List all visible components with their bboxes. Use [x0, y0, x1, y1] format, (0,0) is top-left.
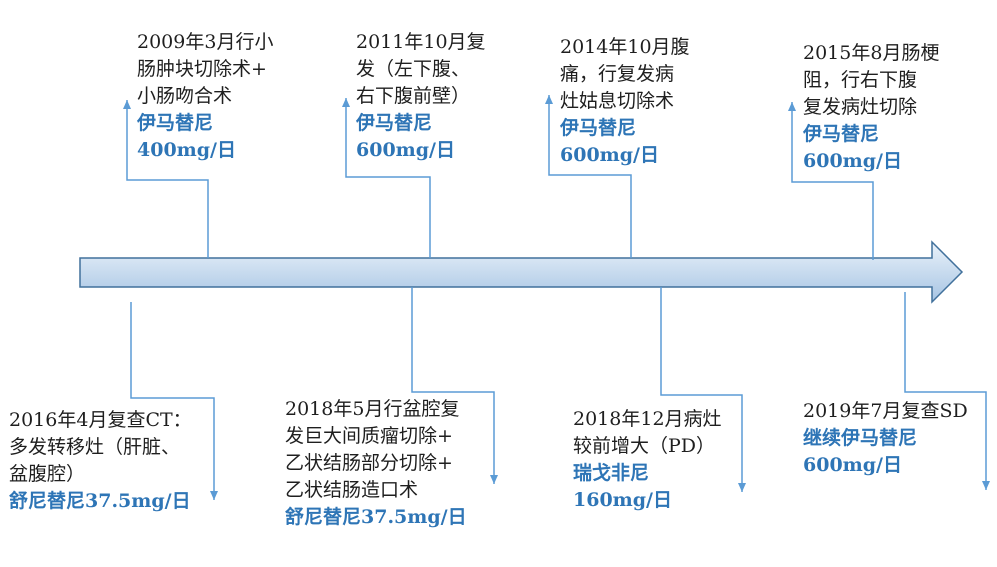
event-text-line: 多发转移灶（肝脏、 — [9, 436, 181, 458]
connector-line — [411, 287, 495, 484]
drug-name: 伊马替尼 — [560, 117, 637, 139]
event-text-line: 阻，行右下腹 — [803, 69, 918, 91]
event-text-line: 乙状结肠部分切除+ — [285, 452, 453, 474]
drug-dose: 600mg/日 — [560, 144, 659, 166]
event-text-line: 右下腹前壁） — [356, 85, 471, 107]
drug-dose: 600mg/日 — [356, 139, 455, 161]
drug-name: 伊马替尼 — [356, 112, 433, 134]
event-text-line: 乙状结肠造口术 — [285, 479, 419, 501]
event-text-line: 肠肿块切除术+ — [137, 58, 267, 80]
event-text-line: 2015年8月肠梗 — [803, 42, 940, 64]
event-text-line: 发（左下腹、 — [356, 58, 471, 80]
event-2016: 2016年4月复查CT： 多发转移灶（肝脏、 盆腹腔） 舒尼替尼37.5mg/日 — [9, 407, 192, 515]
drug-dose: 600mg/日 — [803, 454, 902, 476]
event-text-line: 痛，行复发病 — [560, 63, 675, 85]
drug-dose: 600mg/日 — [803, 150, 902, 172]
event-text-line: 2018年5月行盆腔复 — [285, 398, 460, 420]
event-text-line: 灶姑息切除术 — [560, 90, 675, 112]
connector-line — [548, 95, 632, 258]
connector-arrowhead-icon — [490, 475, 498, 484]
drug-dose: 160mg/日 — [573, 489, 672, 511]
event-text-line: 复发病灶切除 — [803, 96, 918, 118]
connector-line — [130, 302, 215, 500]
event-text-line: 2019年7月复查SD — [803, 400, 968, 422]
event-text-line: 2009年3月行小 — [137, 31, 274, 53]
event-2018-05: 2018年5月行盆腔复 发巨大间质瘤切除+ 乙状结肠部分切除+ 乙状结肠造口术 … — [285, 396, 467, 531]
connector-arrowhead-icon — [788, 102, 796, 111]
event-2018-12: 2018年12月病灶 较前增大（PD） 瑞戈非尼 160mg/日 — [573, 406, 722, 514]
event-2019: 2019年7月复查SD 继续伊马替尼 600mg/日 — [803, 398, 968, 479]
event-text-line: 2011年10月复 — [356, 31, 486, 53]
drug-name: 瑞戈非尼 — [573, 462, 650, 484]
event-2015: 2015年8月肠梗 阻，行右下腹 复发病灶切除 伊马替尼 600mg/日 — [803, 40, 939, 175]
connector-group — [123, 95, 990, 500]
drug-dose: 400mg/日 — [137, 139, 236, 161]
event-text-line: 盆腹腔） — [9, 463, 86, 485]
drug-name: 伊马替尼 — [137, 112, 214, 134]
connector-line — [791, 102, 874, 260]
event-text-line: 发巨大间质瘤切除+ — [285, 425, 453, 447]
event-text-line: 2014年10月腹 — [560, 36, 690, 58]
drug-name: 伊马替尼 — [803, 123, 880, 145]
drug-name: 继续伊马替尼 — [803, 427, 918, 449]
connector-arrowhead-icon — [982, 481, 990, 490]
connector-arrowhead-icon — [738, 483, 746, 492]
connector-arrowhead-icon — [545, 95, 553, 104]
connector-line — [904, 292, 987, 490]
connector-arrowhead-icon — [123, 100, 131, 109]
event-text-line: 2018年12月病灶 — [573, 408, 722, 430]
connector-line — [345, 98, 431, 258]
event-text-line: 较前增大（PD） — [573, 435, 716, 457]
connector-arrowhead-icon — [210, 491, 218, 500]
timeline-arrow — [79, 240, 964, 304]
event-text-line: 小肠吻合术 — [137, 85, 233, 107]
connector-line — [126, 100, 209, 258]
drug-name: 舒尼替尼37.5mg/日 — [9, 490, 191, 512]
event-text-line: 2016年4月复查CT： — [9, 409, 192, 431]
event-2009: 2009年3月行小 肠肿块切除术+ 小肠吻合术 伊马替尼 400mg/日 — [137, 29, 273, 164]
connector-arrowhead-icon — [342, 98, 350, 107]
connector-line — [660, 287, 743, 492]
drug-name: 舒尼替尼37.5mg/日 — [285, 506, 467, 528]
event-2014: 2014年10月腹 痛，行复发病 灶姑息切除术 伊马替尼 600mg/日 — [560, 34, 690, 169]
event-2011: 2011年10月复 发（左下腹、 右下腹前壁） 伊马替尼 600mg/日 — [356, 29, 486, 164]
